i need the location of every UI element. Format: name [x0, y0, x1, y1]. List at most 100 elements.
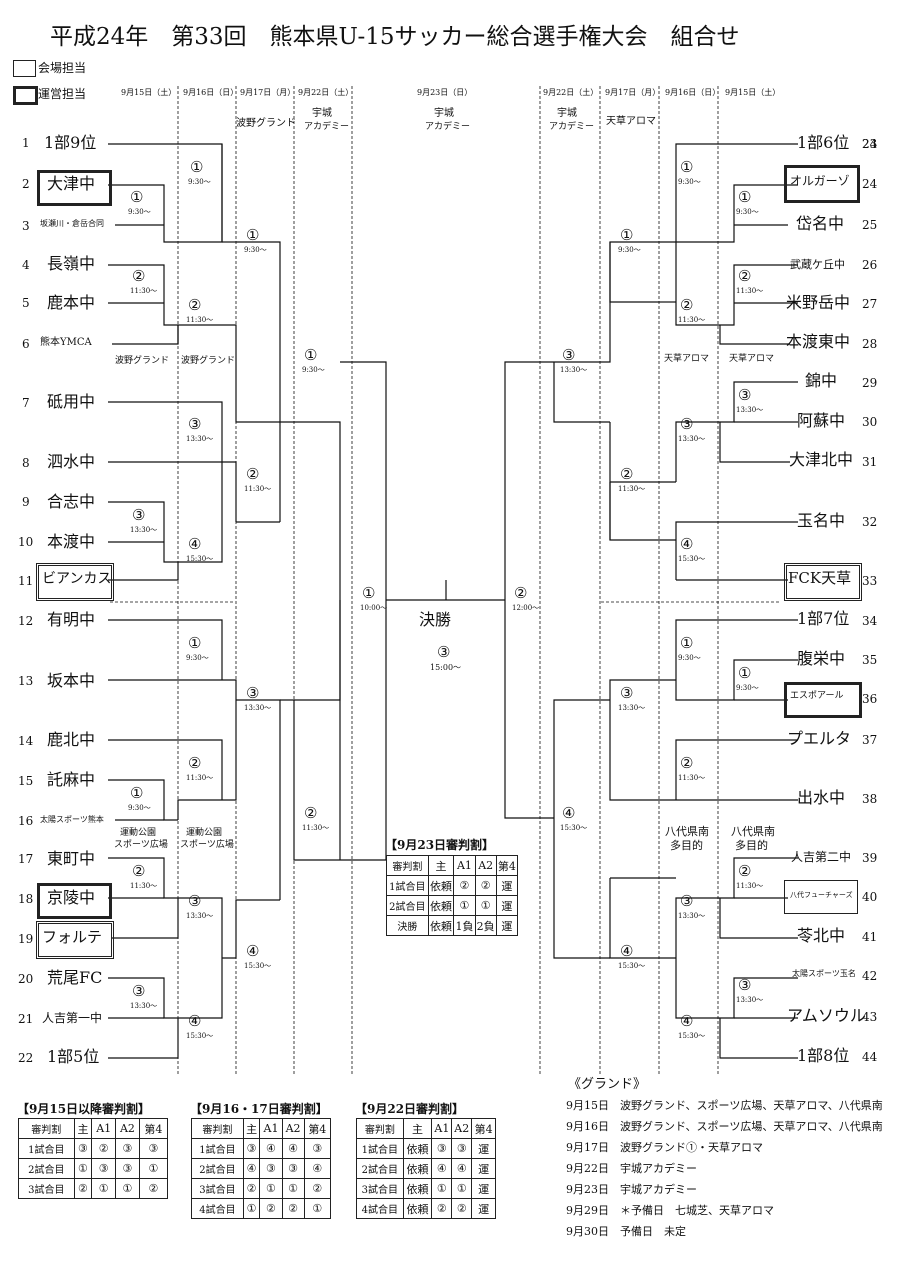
- venue-amakusa-top: 天草アロマ: [606, 116, 656, 127]
- date-left-1: 9月15日（土）: [121, 88, 177, 97]
- frame-fck: [784, 563, 862, 601]
- match-number: ②: [188, 296, 202, 314]
- team-name: 泗水中: [47, 452, 96, 471]
- ref-cell: 3試合目: [356, 1178, 404, 1199]
- match-time: 13:30～: [678, 912, 706, 920]
- ref-cell: ④: [451, 1158, 473, 1179]
- ground-text: 波野グランド、スポーツ広場、天草アロマ、八代県南: [620, 1099, 883, 1112]
- match-time: 11:30～: [244, 485, 272, 493]
- team-name: 1部7位: [797, 609, 850, 628]
- ref-cell: 運: [495, 875, 519, 896]
- ref-cell: ①: [259, 1178, 283, 1199]
- match-time: 13:30～: [618, 704, 646, 712]
- match-number: ④: [680, 535, 694, 553]
- match-time: 11:30～: [186, 774, 214, 782]
- match-number: ③: [132, 506, 146, 524]
- ref-cell: ③: [259, 1158, 283, 1179]
- legend-venue-label: 会場担当: [38, 61, 87, 75]
- team-no: 31: [862, 455, 878, 469]
- date-left-2: 9月16日（日）: [183, 88, 239, 97]
- final-label: 決勝: [419, 610, 452, 629]
- ref-cell: ①: [73, 1158, 93, 1179]
- ref-cell: ②: [431, 1198, 453, 1219]
- match-time: 13:30～: [186, 912, 214, 920]
- match-time: 15:30～: [186, 555, 214, 563]
- team-name: 熊本YMCA: [40, 337, 92, 348]
- ref-cell: ①: [453, 895, 476, 916]
- match-number: ③: [132, 982, 146, 1000]
- match-number: ③: [620, 684, 634, 702]
- ref-cell: ①: [431, 1178, 453, 1199]
- team-name: プエルタ: [787, 729, 852, 748]
- match-time: 11:30～: [302, 824, 330, 832]
- match-time: 9:30～: [678, 654, 701, 662]
- team-no: 27: [862, 297, 878, 311]
- team-name: エスポアール: [790, 691, 844, 701]
- ref-cell: 依頼: [402, 1158, 433, 1179]
- ref-cell: A2: [115, 1118, 140, 1139]
- team-name: 岱名中: [796, 214, 845, 233]
- ref-cell: 主: [427, 855, 455, 876]
- venue-yatsushiro-1: 八代県南: [665, 825, 709, 838]
- team-no: 5: [22, 296, 30, 310]
- team-no: 39: [862, 851, 878, 865]
- ref-cell: 依頼: [402, 1138, 433, 1159]
- team-name: フォルテ: [42, 928, 103, 946]
- match-time: 15:30～: [244, 962, 272, 970]
- match-number: ②: [188, 754, 202, 772]
- date-left-3: 9月17日（月）: [240, 88, 296, 97]
- team-name: FCK天草: [788, 569, 852, 587]
- match-number: ③: [738, 386, 752, 404]
- match-number: ①: [738, 188, 752, 206]
- ground-date: 9月23日: [566, 1183, 609, 1196]
- ref-cell: 運: [471, 1158, 496, 1179]
- ref-cell: 依頼: [402, 1198, 433, 1219]
- ground-text: ＊予備日 七城芝、天草アロマ: [620, 1204, 774, 1217]
- team-no: 8: [22, 456, 30, 470]
- ref-cell: 審判割: [386, 855, 429, 876]
- venue-hano-mid-2: 波野グランド: [181, 356, 236, 366]
- ref-cell: ①: [451, 1178, 473, 1199]
- venue-amakusa-mid-2: 天草アロマ: [729, 354, 775, 364]
- team-name: 八代フューチャーズ: [790, 891, 853, 899]
- team-no: 41: [862, 930, 878, 944]
- venue-uki-left: 宇城: [312, 108, 332, 119]
- venue-undo-1: 運動公園: [120, 828, 157, 838]
- team-name: 太陽スポーツ熊本: [40, 815, 104, 824]
- ref-cell: 4試合目: [356, 1198, 404, 1219]
- venue-undo-2: 運動公園: [186, 828, 223, 838]
- match-time: 13:30～: [130, 1002, 158, 1010]
- ground-text: 宇城アカデミー: [620, 1162, 697, 1175]
- legend-operation-label: 運営担当: [38, 87, 87, 101]
- ref-cell: ②: [73, 1178, 93, 1199]
- ref-cell: 1試合目: [386, 875, 429, 896]
- team-no: 2: [22, 177, 30, 191]
- match-time: 9:30～: [186, 654, 209, 662]
- ref-cell: ①: [303, 1198, 332, 1219]
- ref-cell: A2: [451, 1118, 473, 1139]
- venue-hano-mid-1: 波野グランド: [115, 356, 170, 366]
- ref-cell: 第4: [471, 1118, 496, 1139]
- match-time: 9:30～: [244, 246, 267, 254]
- match-number: ④: [620, 942, 634, 960]
- team-no: 9: [22, 495, 30, 509]
- ref-cell: A2: [474, 855, 497, 876]
- team-no: 21: [18, 1012, 34, 1026]
- venue-sports-2: スポーツ広場: [180, 840, 234, 850]
- team-name: ビアンカス: [42, 571, 112, 587]
- ground-date: 9月30日: [566, 1225, 609, 1238]
- ref-cell: ③: [451, 1138, 473, 1159]
- team-no: 28: [862, 337, 878, 351]
- match-number: ③: [246, 684, 260, 702]
- frame-bianchas: [36, 563, 114, 601]
- ref-cell: 審判割: [191, 1118, 244, 1139]
- ref-cell: 1試合目: [191, 1138, 244, 1159]
- team-name: 武蔵ケ丘中: [790, 258, 845, 271]
- ref-cell: 1試合目: [18, 1138, 75, 1159]
- ref-cell: 3試合目: [191, 1178, 244, 1199]
- ground-text: 波野グランド①・天草アロマ: [620, 1141, 763, 1154]
- ref-cell: 運: [471, 1198, 496, 1219]
- team-name: 東町中: [47, 849, 96, 868]
- match-time: 13:30～: [186, 435, 214, 443]
- ref-cell: 決勝: [386, 915, 429, 936]
